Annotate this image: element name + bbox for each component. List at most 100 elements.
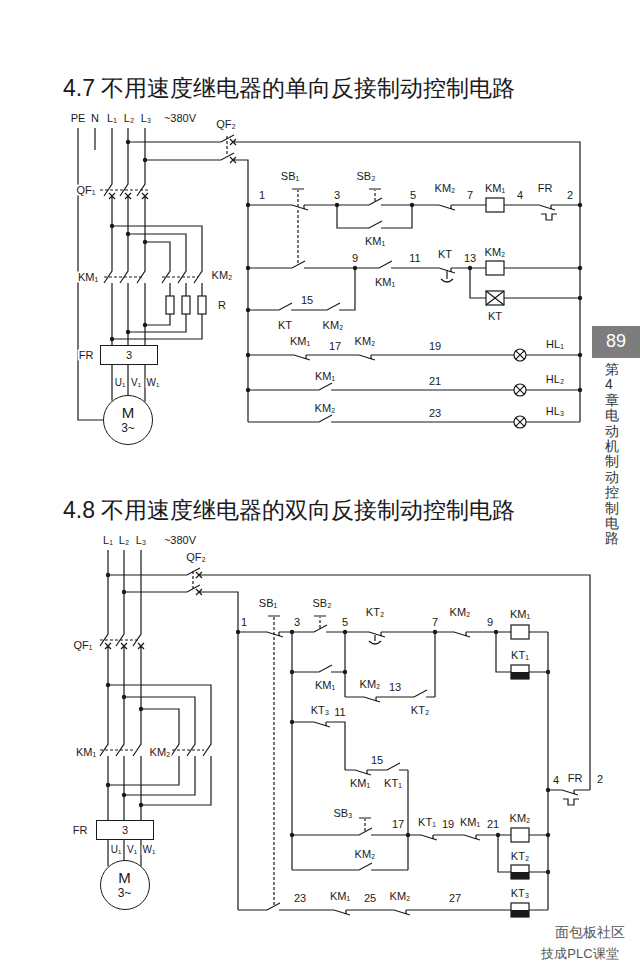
contact-symbol (258, 632, 288, 637)
component-label: FR (72, 825, 89, 836)
junction-dot (139, 803, 143, 807)
contact-symbol (430, 268, 460, 273)
junction-dot (126, 232, 130, 236)
junction-dot (343, 630, 347, 634)
node-number: 1 (258, 190, 266, 201)
component-label: U₁ (110, 845, 123, 855)
contact-symbol (310, 383, 340, 390)
contact-symbol (505, 349, 535, 361)
junction-dot (578, 353, 582, 357)
lead-wire (127, 365, 128, 395)
junction-dots (106, 573, 550, 917)
junction-dot (290, 833, 294, 837)
contact-symbol (346, 770, 376, 775)
junction-dots (110, 140, 582, 392)
junction-dot (106, 683, 110, 687)
contact-symbol (553, 790, 583, 795)
junction-dot (143, 323, 147, 327)
junction-dot (143, 240, 147, 244)
contact-symbol (505, 903, 535, 917)
contact-symbol (360, 198, 390, 205)
contact-symbol (212, 153, 242, 163)
node-text: 3~ (118, 887, 132, 900)
contact-symbol (350, 355, 380, 360)
component-label: L₁ (106, 113, 118, 124)
component-label: V₁ (130, 378, 142, 388)
component-label: U₁ (114, 378, 127, 388)
contact-symbol (133, 625, 144, 655)
contact-symbol (318, 303, 348, 310)
component-label: KM₂ (149, 747, 172, 758)
component-label: KM₁ (77, 272, 99, 283)
junction-dot (106, 783, 110, 787)
node-number: 4 (552, 775, 560, 786)
component-label: HL₁ (545, 339, 565, 350)
wire (248, 189, 580, 422)
node-text: 89 (606, 332, 626, 352)
contact-symbol (283, 261, 313, 268)
lead-wire (111, 365, 112, 401)
circuit-4-8 (100, 550, 590, 917)
node-text: M (122, 405, 135, 422)
coil-symbol (511, 672, 529, 679)
component-label: L₃ (135, 535, 148, 546)
component-label: KM₂ (354, 849, 377, 860)
junction-dot (110, 337, 114, 341)
component-label: V₁ (126, 845, 138, 855)
component-label: KM₁ (329, 891, 351, 902)
component-label: KM₁ (459, 817, 481, 828)
contact-symbol (270, 303, 300, 310)
contact-symbol (505, 416, 535, 428)
contact-symbol (360, 221, 390, 228)
component-label: PE (70, 113, 87, 124)
watermark: 技成PLC课堂 (540, 947, 619, 960)
junction-dot (578, 266, 582, 270)
thermal-relay-box: 3 (100, 345, 158, 365)
node-number: 3 (293, 617, 301, 628)
junction-dot (578, 296, 582, 300)
junction-dot (106, 573, 110, 577)
component-label: N (90, 113, 100, 124)
node-number: 25 (363, 893, 377, 904)
node-number: 15 (370, 755, 384, 766)
contact-symbol (505, 828, 535, 842)
contact-symbol (445, 632, 475, 637)
component-label: KT (487, 311, 503, 322)
junction-dot (290, 670, 294, 674)
node-text: 3~ (121, 422, 135, 435)
junction-dot (343, 670, 347, 674)
junction-dot (246, 388, 250, 392)
contact-symbol (505, 384, 535, 396)
component-label: W₁ (146, 378, 161, 388)
contact-symbol (350, 863, 380, 870)
node-number: 19 (441, 819, 455, 830)
contact-symbol (285, 355, 315, 360)
wire (108, 550, 590, 910)
node-number: 23 (428, 408, 442, 419)
node-number: 7 (466, 190, 474, 201)
junction-dot (290, 630, 294, 634)
component-label: L₃ (140, 113, 153, 124)
component-label: HL₂ (545, 374, 565, 385)
contact-symbol (305, 722, 335, 727)
junction-dot (236, 630, 240, 634)
junction-dot (433, 630, 437, 634)
contact-symbol (480, 291, 510, 305)
junction-dot (496, 833, 500, 837)
component-label: KT₂ (410, 705, 430, 716)
coil-symbol (511, 910, 529, 917)
contact-symbol (310, 415, 340, 422)
component-label: KT₁ (510, 650, 530, 661)
component-label: QF₂ (215, 119, 237, 130)
junction-dot (494, 630, 498, 634)
component-label: ~380V (163, 535, 197, 546)
component-label: QF₁ (76, 185, 97, 196)
contact-symbol (350, 828, 380, 835)
contact-symbol (305, 625, 335, 632)
wire (78, 128, 580, 422)
node-text: 3 (126, 349, 132, 361)
component-label: QF₂ (185, 552, 207, 563)
contact-symbol (258, 903, 288, 910)
node-text: M (118, 870, 131, 887)
